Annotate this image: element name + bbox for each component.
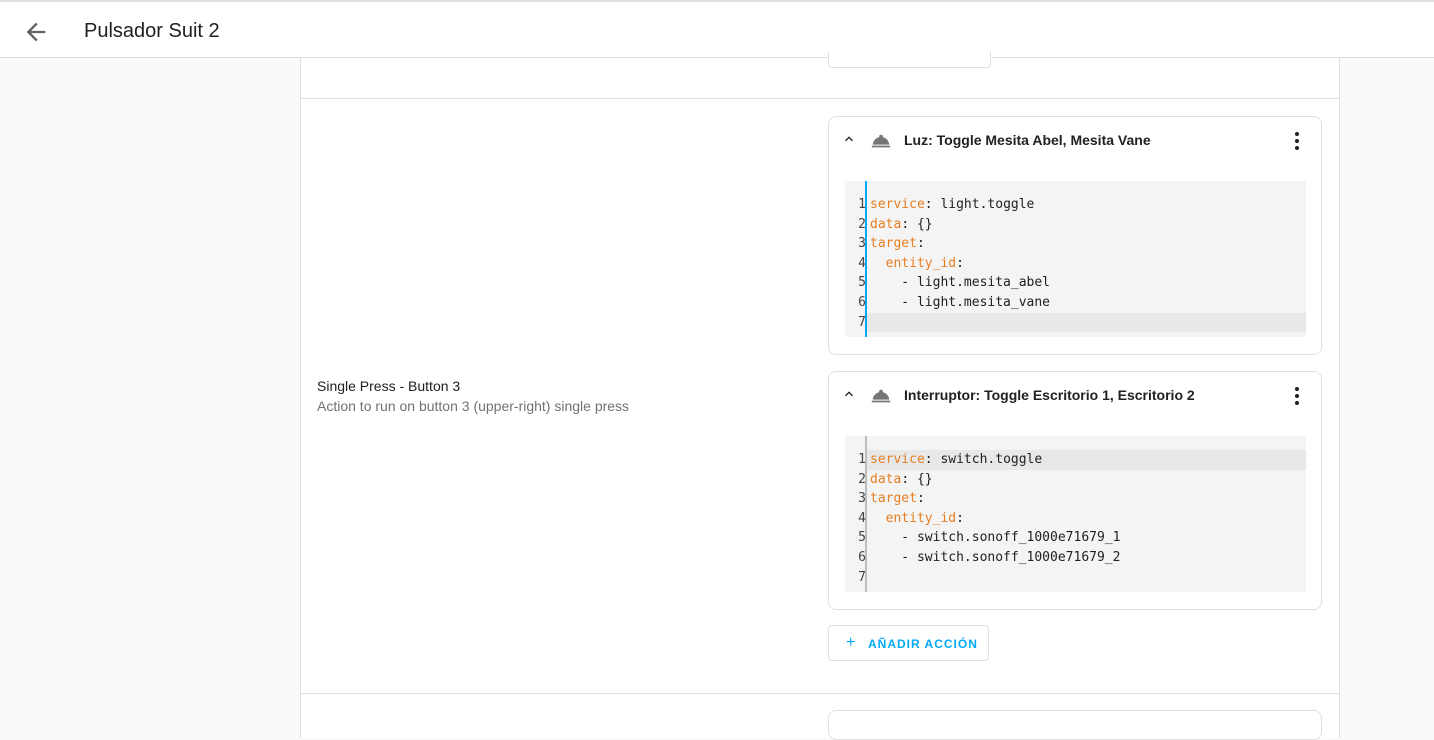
top-app-bar: Pulsador Suit 2 [0,0,1434,58]
chevron-up-icon[interactable] [841,131,857,147]
line-numbers: 1 2 3 4 5 6 7 [858,452,866,585]
code-line: entity_id: [870,255,964,271]
action-card: Luz: Toggle Mesita Abel, Mesita Vane 1 2… [828,116,1322,355]
cursor-gutter-line [865,181,867,337]
code-lines: service: light.toggle data: {} target: e… [867,195,1306,333]
divider [301,693,1339,694]
chevron-up-icon[interactable] [841,386,857,402]
more-vert-icon[interactable] [1285,129,1309,153]
divider [301,98,1339,99]
next-action-card[interactable] [828,710,1322,740]
code-line-active: service: switch.toggle [867,450,1306,470]
back-arrow-icon[interactable] [22,18,50,46]
code-line [870,568,1306,588]
code-line: - switch.sonoff_1000e71679_1 [870,530,1121,546]
plus-icon: + [846,634,856,651]
action-card-header[interactable]: Luz: Toggle Mesita Abel, Mesita Vane [829,117,1321,165]
line-numbers: 1 2 3 4 5 6 7 [858,197,866,330]
code-line: data: {} [870,216,933,232]
gutter-line [865,436,867,592]
add-action-label: AÑADIR ACCIÓN [868,637,978,651]
code-line: target: [870,491,925,507]
code-line: target: [870,236,925,252]
code-line: - light.mesita_abel [870,275,1051,291]
previous-add-action-button[interactable] [828,52,991,68]
editor-card: Single Press - Button 3 Action to run on… [300,52,1340,740]
yaml-editor[interactable]: 1 2 3 4 5 6 7 service: light.toggle data… [845,181,1306,337]
more-vert-icon[interactable] [1285,384,1309,408]
code-line: entity_id: [870,510,964,526]
code-lines: service: switch.toggle data: {} target: … [867,450,1306,588]
code-line: service: light.toggle [870,197,1035,212]
add-action-button[interactable]: + AÑADIR ACCIÓN [828,625,989,661]
code-line-active [867,312,1306,333]
action-card-header[interactable]: Interruptor: Toggle Escritorio 1, Escrit… [829,372,1321,420]
room-service-icon [871,389,891,403]
field-label: Single Press - Button 3 [317,378,461,394]
yaml-editor[interactable]: 1 2 3 4 5 6 7 service: switch.toggle dat… [845,436,1306,592]
page-title: Pulsador Suit 2 [84,20,220,42]
action-title: Luz: Toggle Mesita Abel, Mesita Vane [904,132,1151,148]
action-title: Interruptor: Toggle Escritorio 1, Escrit… [904,387,1195,403]
field-description: Action to run on button 3 (upper-right) … [317,398,630,414]
code-line: data: {} [870,471,933,487]
code-line: - switch.sonoff_1000e71679_2 [870,549,1121,565]
code-line: - light.mesita_vane [870,294,1051,310]
room-service-icon [871,134,891,148]
action-card: Interruptor: Toggle Escritorio 1, Escrit… [828,371,1322,610]
